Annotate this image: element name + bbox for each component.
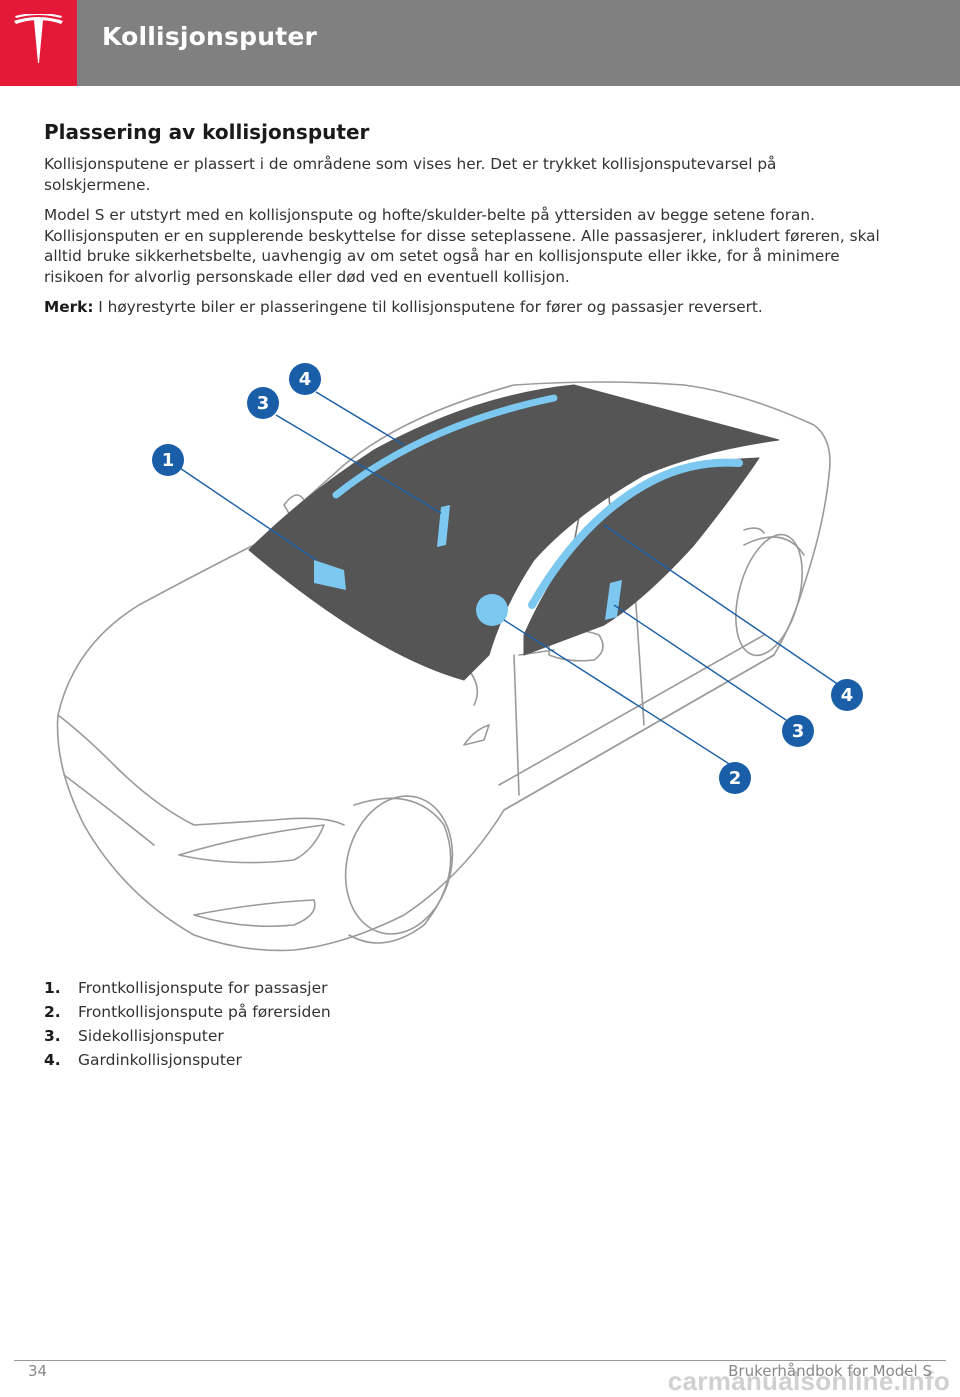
curtain-airbag-near bbox=[528, 458, 743, 609]
callout-1: 1 bbox=[152, 444, 184, 476]
driver-front-airbag bbox=[476, 594, 508, 626]
list-item: 3.Sidekollisjonsputer bbox=[44, 1027, 224, 1045]
watermark: carmanualsonline.info bbox=[667, 1366, 950, 1396]
svg-text:2: 2 bbox=[729, 768, 742, 789]
note-text: I høyrestyrte biler er plasseringene til… bbox=[93, 298, 763, 316]
seatbelt-paragraph: Model S er utstyrt med en kollisjonspute… bbox=[44, 206, 880, 286]
intro-paragraph: Kollisjonsputene er plassert i de område… bbox=[44, 155, 777, 194]
svg-text:4: 4 bbox=[299, 369, 312, 390]
glass-roof bbox=[248, 384, 780, 681]
note-label: Merk: bbox=[44, 298, 94, 316]
callout-3-right: 3 bbox=[782, 715, 814, 747]
curtain-airbag-far bbox=[332, 394, 558, 499]
page-header: Kollisjonsputer bbox=[0, 0, 960, 86]
section-title: Plassering av kollisjonsputer bbox=[44, 120, 370, 144]
svg-text:1: 1 bbox=[162, 450, 175, 471]
callout-3-left: 3 bbox=[247, 387, 279, 419]
driver-side-airbag bbox=[605, 580, 622, 620]
brand-logo-box bbox=[0, 0, 77, 86]
passenger-side-airbag bbox=[437, 505, 450, 547]
footer-divider bbox=[14, 1360, 946, 1361]
passenger-front-airbag bbox=[314, 560, 346, 590]
callout-4-left: 4 bbox=[289, 363, 321, 395]
list-item: 1.Frontkollisjonspute for passasjer bbox=[44, 979, 328, 997]
airbag-markers bbox=[314, 505, 622, 626]
airbag-location-figure: 1 3 4 4 3 2 bbox=[56, 363, 863, 952]
note-paragraph: Merk: I høyrestyrte biler er plasseringe… bbox=[44, 297, 884, 318]
list-item: 4.Gardinkollisjonsputer bbox=[44, 1051, 242, 1069]
tesla-logo-icon bbox=[14, 14, 63, 63]
page-number: 34 bbox=[28, 1362, 48, 1380]
svg-text:3: 3 bbox=[792, 721, 805, 742]
svg-text:3: 3 bbox=[257, 393, 270, 414]
airbag-legend: 1.Frontkollisjonspute for passasjer 2.Fr… bbox=[44, 976, 544, 1072]
curtain-airbags bbox=[332, 394, 743, 609]
callout-4-right: 4 bbox=[831, 679, 863, 711]
svg-text:4: 4 bbox=[841, 685, 854, 706]
manual-title: Brukerhåndbok for Model S bbox=[728, 1362, 932, 1380]
page-title: Kollisjonsputer bbox=[102, 22, 318, 51]
callout-2: 2 bbox=[719, 762, 751, 794]
callout-leaders bbox=[167, 391, 840, 768]
main-content: Plassering av kollisjonsputer Kollisjons… bbox=[44, 120, 884, 328]
list-item: 2.Frontkollisjonspute på førersiden bbox=[44, 1003, 331, 1021]
